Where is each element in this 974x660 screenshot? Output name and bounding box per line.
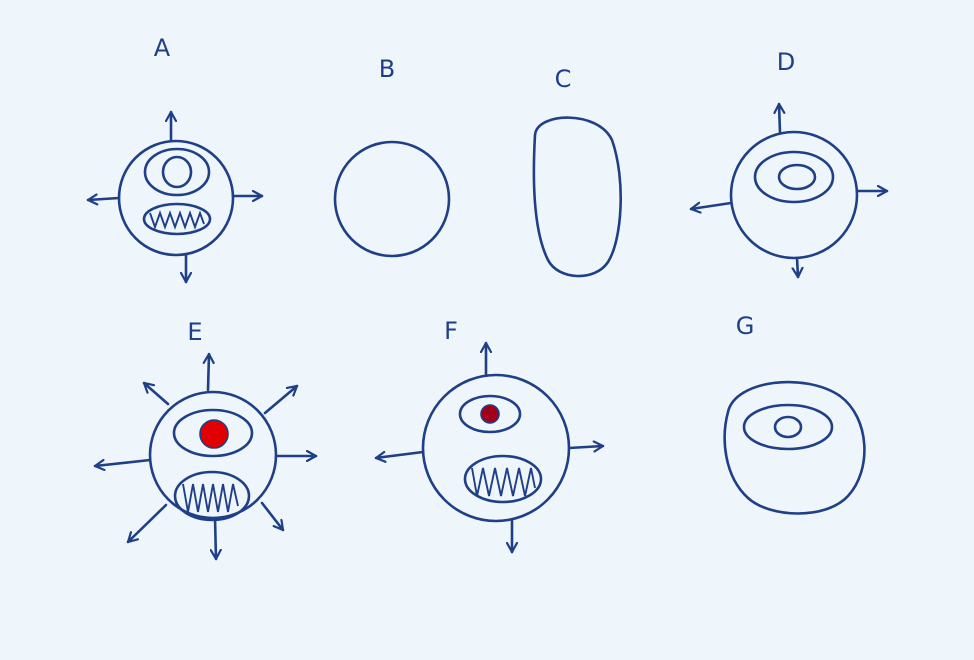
figure-g: G: [723, 312, 866, 515]
figure-f-arrow-right: [567, 446, 605, 448]
figure-d-pupil: [777, 163, 817, 191]
figure-d-arrow-left: [689, 203, 733, 209]
figure-e-arrow-up-left: [142, 381, 170, 406]
figure-c-body: [532, 116, 623, 278]
figure-b-label: B: [379, 55, 395, 83]
figure-d-eye-outer: [753, 150, 835, 204]
figure-g-body: [723, 380, 866, 515]
figure-g-label: G: [736, 312, 755, 340]
figure-e-arrow-up: [208, 352, 209, 392]
figure-a-eye-outer: [143, 147, 211, 197]
figure-e-arrow-down: [215, 516, 216, 561]
figure-d-arrow-down: [797, 256, 798, 279]
figure-e-label: E: [187, 318, 202, 346]
figure-f-teeth: [471, 467, 536, 497]
figure-a: A: [86, 34, 264, 284]
figure-b-body: [333, 140, 451, 258]
figure-f-eye-outer: [458, 394, 522, 434]
figure-g-pupil: [773, 415, 803, 439]
figure-e-mouth: [173, 470, 251, 522]
figure-g-eye-outer: [742, 403, 834, 451]
figure-b: B: [333, 55, 451, 258]
figure-d-arrow-up: [779, 102, 780, 135]
figure-a-label: A: [154, 34, 171, 62]
figure-f-pupil: [480, 404, 500, 424]
figure-e-pupil: [199, 419, 229, 449]
figure-d: D: [689, 48, 889, 279]
figure-e-arrow-down-right: [260, 501, 285, 532]
figure-f-label: F: [444, 317, 458, 345]
figure-e: E: [93, 318, 318, 561]
figure-f: F: [374, 317, 605, 554]
figure-a-teeth: [149, 210, 205, 230]
figure-d-body: [729, 130, 859, 260]
figure-a-pupil: [161, 155, 193, 189]
figure-f-mouth: [463, 454, 543, 504]
figure-c: C: [532, 65, 623, 278]
figure-e-arrow-up-right: [263, 384, 299, 415]
figure-a-mouth: [142, 202, 212, 236]
figure-d-label: D: [777, 48, 795, 76]
figure-e-arrow-left: [93, 458, 152, 466]
figure-e-eye-outer: [172, 408, 254, 458]
figure-c-label: C: [555, 65, 572, 93]
figure-a-arrow-left: [86, 198, 121, 200]
figure-e-teeth: [182, 483, 239, 513]
figure-e-arrow-down-left: [126, 503, 168, 544]
figure-f-arrow-left: [374, 450, 425, 458]
